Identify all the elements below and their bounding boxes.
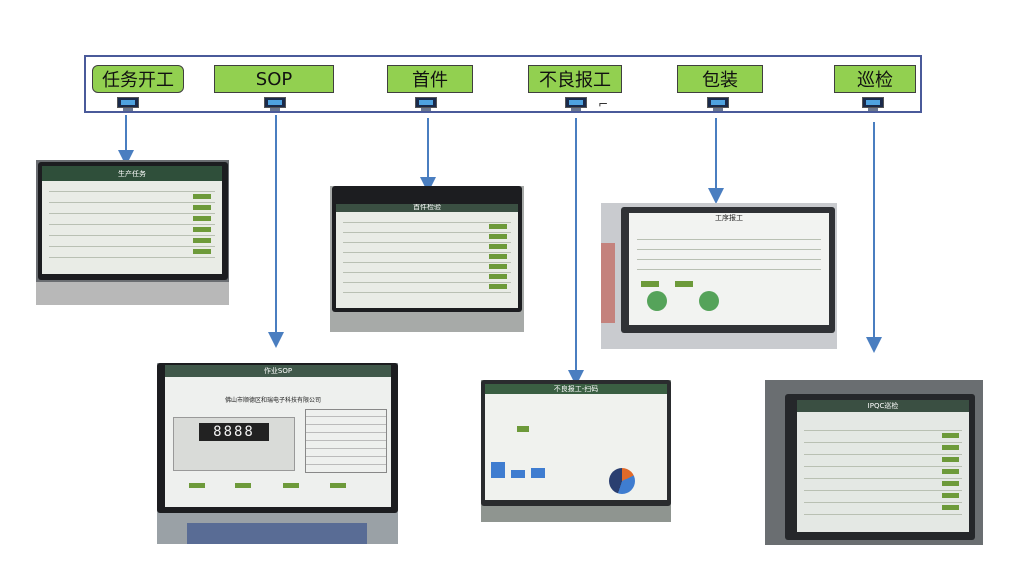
monitor-icon — [117, 97, 139, 111]
screen-title: 生产任务 — [42, 166, 222, 182]
step-defect-report: 不良报工 — [528, 65, 622, 93]
photo-packing-screen: 工序报工 — [601, 203, 837, 349]
photo-patrol-screen: IPQC巡检 — [765, 380, 983, 545]
step-label: 不良报工 — [539, 70, 611, 91]
process-frame — [84, 55, 922, 113]
scanner-icon: ⌐ — [598, 97, 609, 111]
step-label: 任务开工 — [102, 70, 174, 91]
photo-sop-screen: 作业SOP 佛山市顺德区和瑞电子科技有限公司 8888 — [157, 363, 398, 544]
digit-display: 8888 — [199, 423, 269, 441]
step-patrol: 巡检 — [834, 65, 916, 93]
step-label: 包装 — [702, 70, 738, 91]
photo-defect-screen: 不良报工-扫码 — [481, 380, 671, 522]
monitor-icon — [264, 97, 286, 111]
screen-title: 不良报工-扫码 — [485, 384, 667, 394]
step-label: SOP — [255, 68, 293, 90]
photo-first-article-screen: 首件检验 — [330, 186, 524, 332]
monitor-icon — [415, 97, 437, 111]
step-label: 首件 — [412, 70, 448, 91]
step-first-article: 首件 — [387, 65, 473, 93]
step-packing: 包装 — [677, 65, 763, 93]
monitor-icon — [707, 97, 729, 111]
monitor-icon — [565, 97, 587, 111]
screen-title: 作业SOP — [165, 365, 391, 377]
screen-title: 工序报工 — [629, 213, 829, 223]
screen-title: IPQC巡检 — [797, 400, 969, 412]
step-sop: SOP — [214, 65, 334, 93]
screen-title: 首件检验 — [336, 204, 518, 212]
photo-task-screen: 生产任务 — [36, 160, 229, 305]
company-name: 佛山市顺德区和瑞电子科技有限公司 — [225, 397, 322, 404]
step-task-start: 任务开工 — [92, 65, 184, 93]
step-label: 巡检 — [857, 70, 893, 91]
monitor-icon — [862, 97, 884, 111]
